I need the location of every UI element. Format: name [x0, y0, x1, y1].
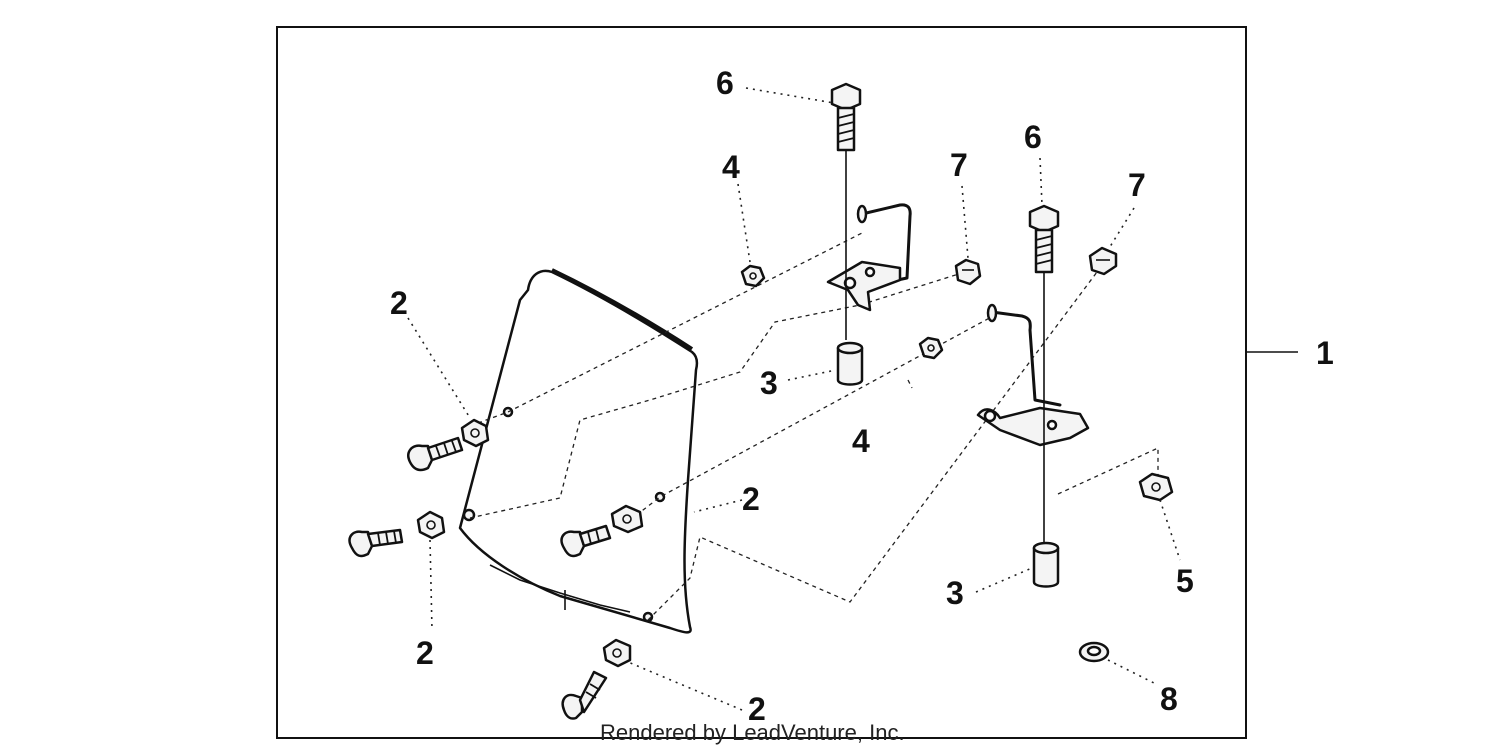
callout-7-upper: 7: [950, 147, 968, 183]
upper-mounting-bracket: [826, 203, 912, 312]
callout-1: 1: [1316, 335, 1334, 371]
callout-6-upper: 6: [716, 65, 734, 101]
bolt-6-lower: [1028, 204, 1060, 545]
callout-3-upper: 3: [760, 365, 778, 401]
callout-2-lower-left: 2: [416, 635, 434, 671]
collar-3-lower: [1032, 541, 1060, 588]
screw-2-c: [560, 504, 644, 558]
leader-lines: [407, 87, 1181, 711]
diagram-frame: [276, 26, 1247, 739]
nut-4-upper: [740, 264, 766, 288]
callout-2-upper-left: 2: [390, 285, 408, 321]
nut-7-lower: [1088, 246, 1118, 276]
nut-7-upper: [954, 258, 982, 286]
lower-mounting-bracket: [976, 303, 1090, 447]
callout-8: 8: [1160, 681, 1178, 717]
screw-2-d: [561, 638, 632, 720]
washer-8: [1078, 641, 1110, 663]
render-credit: Rendered by LeadVenture, Inc.: [600, 720, 905, 745]
nut-5: [1138, 472, 1174, 502]
callout-2-middle: 2: [742, 481, 760, 517]
nut-4-lower: [918, 336, 944, 360]
callout-2-bottom: 2: [748, 691, 766, 727]
callout-4-center: 4: [852, 423, 870, 459]
callout-4-upper: 4: [722, 149, 740, 185]
collar-3-upper: [836, 341, 864, 386]
callout-6-lower: 6: [1024, 119, 1042, 155]
callout-7-lower: 7: [1128, 167, 1146, 203]
callout-3-lower: 3: [946, 575, 964, 611]
bolt-6-upper: [830, 82, 862, 340]
screw-2-a: [407, 418, 490, 472]
screw-2-b: [348, 510, 446, 558]
windscreen: [458, 268, 699, 634]
callout-5: 5: [1176, 563, 1194, 599]
